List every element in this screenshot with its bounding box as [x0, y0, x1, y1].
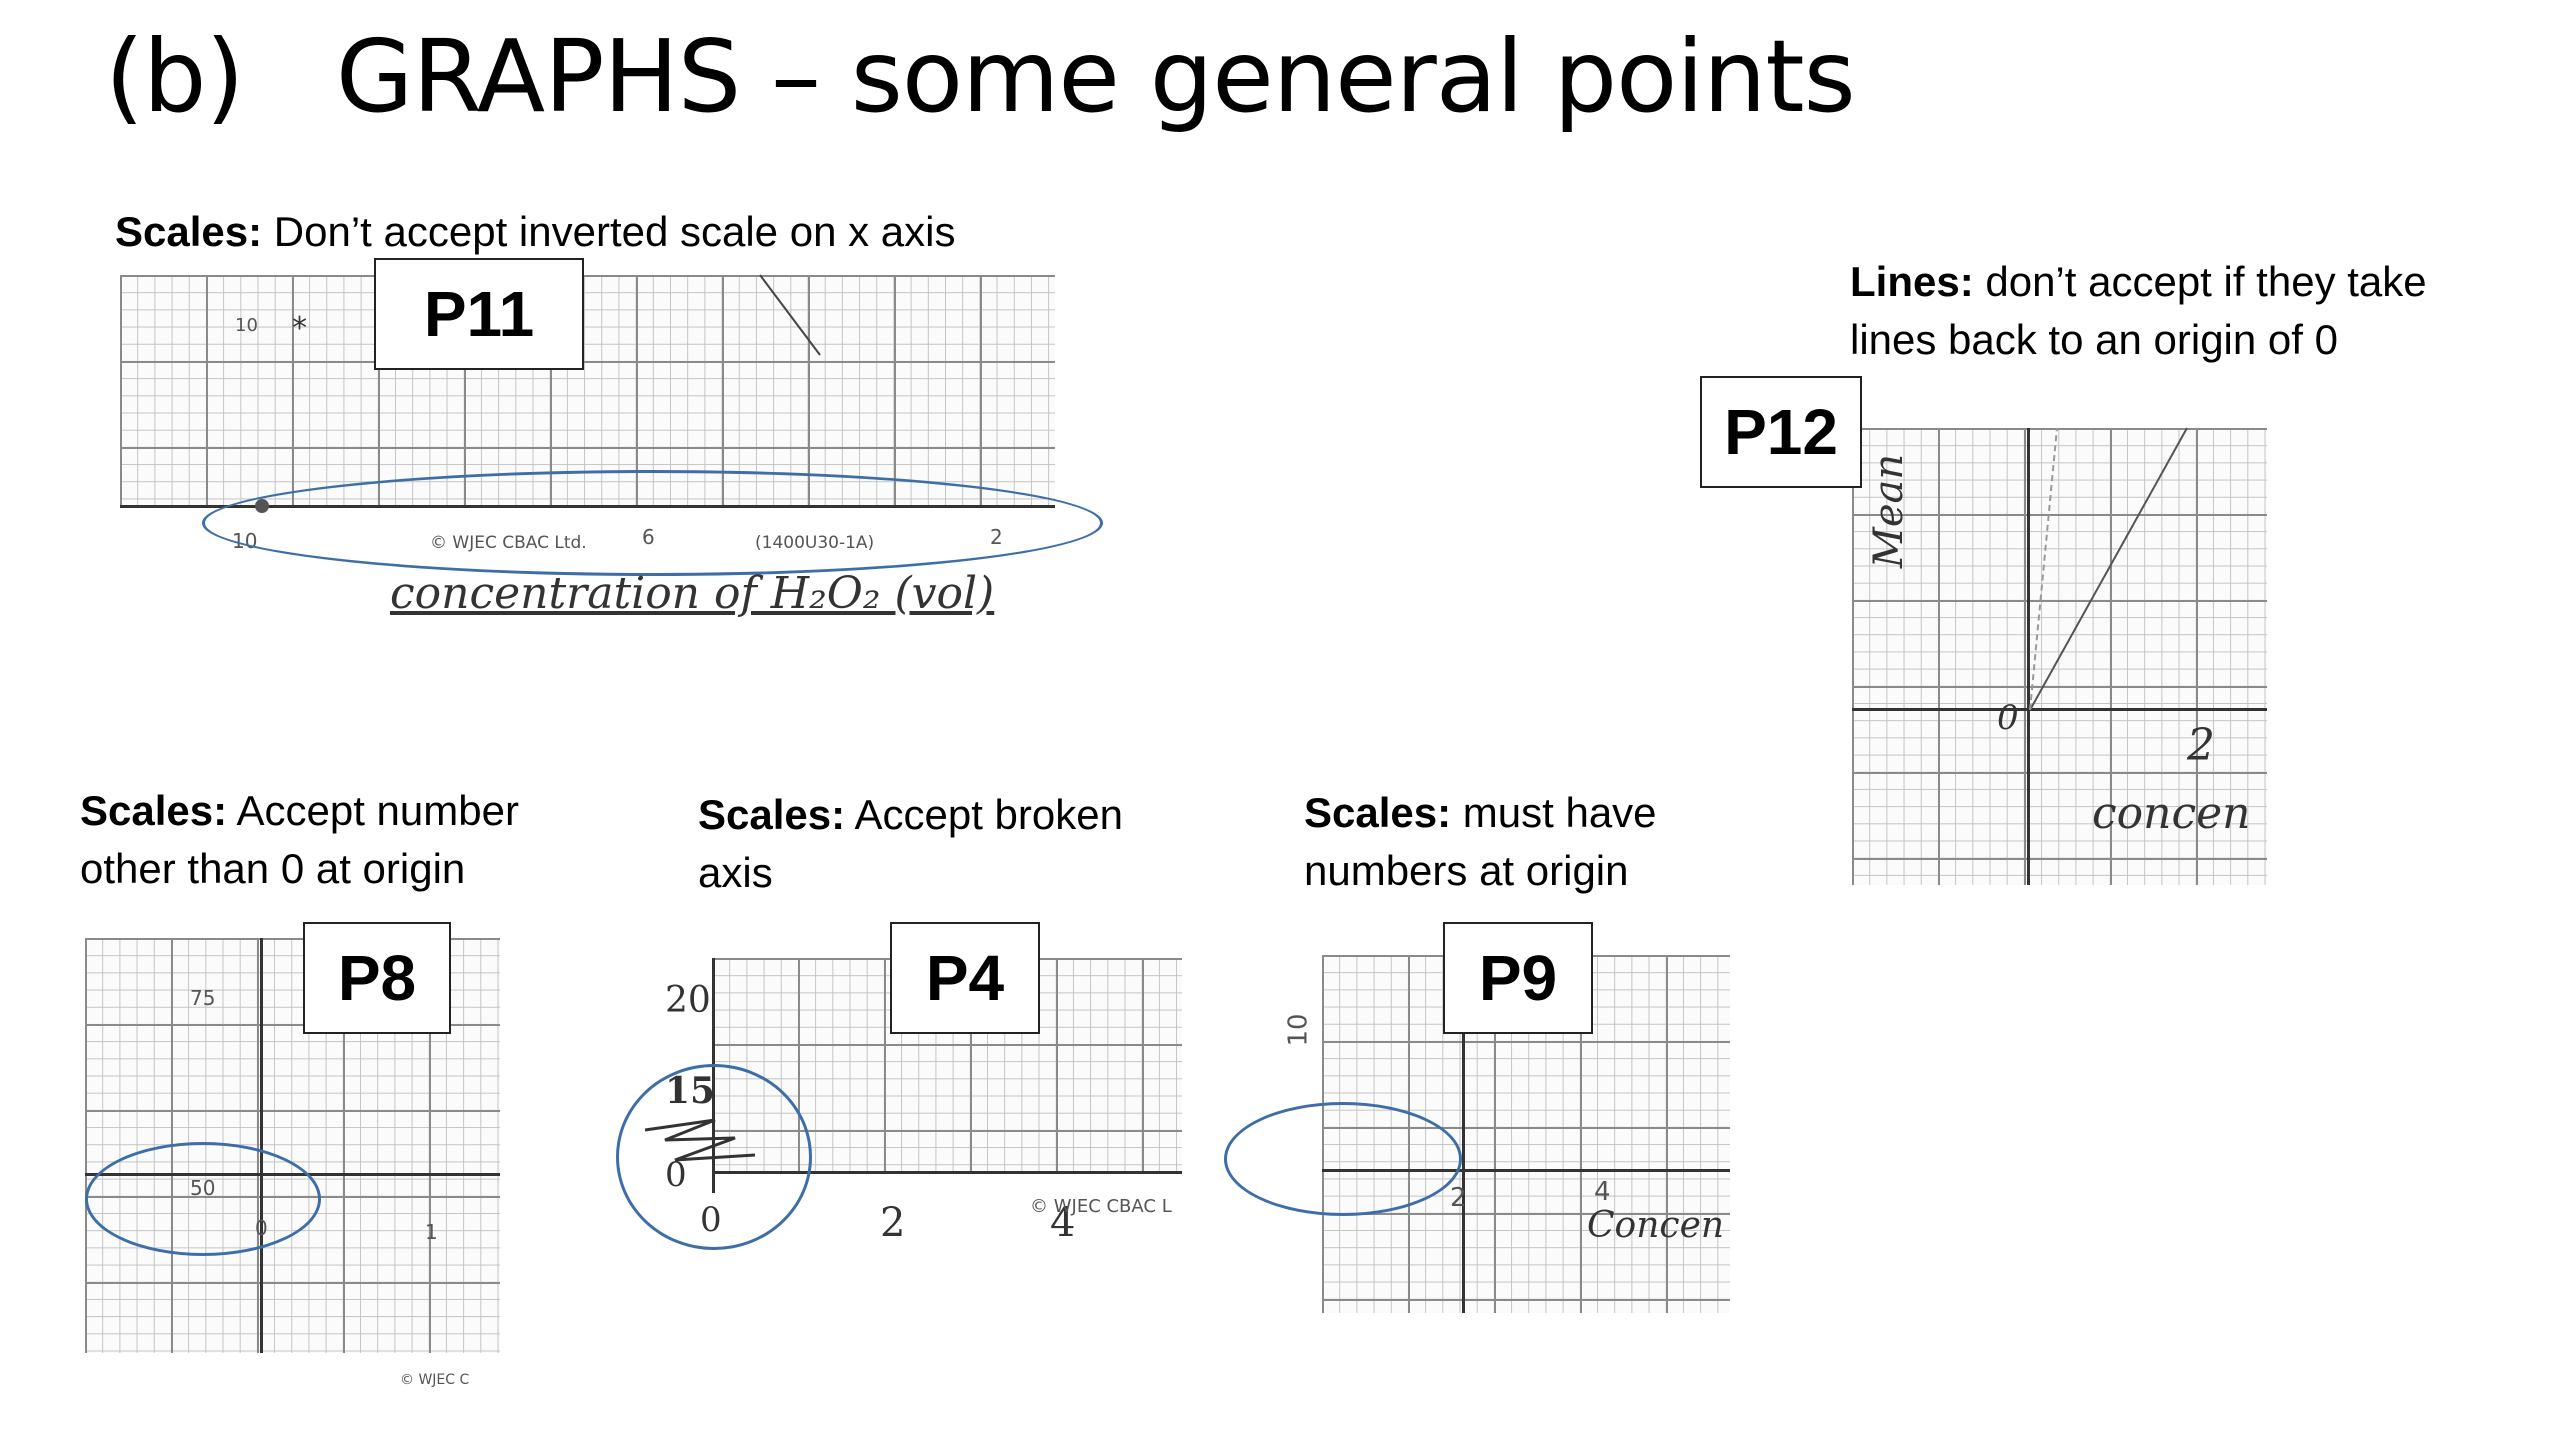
p8-label: P8 — [303, 922, 451, 1034]
p9-x-axis — [1322, 1169, 1730, 1172]
p4-footer: © WJEC CBAC L — [1030, 1196, 1172, 1217]
p8-footer: © WJEC C — [400, 1372, 470, 1388]
p11-highlight-ring — [202, 470, 1103, 576]
p8-caption-bold: Scales: — [80, 787, 228, 834]
p11-data-point: * — [292, 311, 307, 346]
p11-marker-label: 10 — [235, 315, 258, 336]
p11-caption: Scales: Don’t accept inverted scale on x… — [115, 203, 955, 261]
p12-x-axis-title: concen — [2092, 788, 2251, 839]
p4-x-tick: 4 — [1050, 1200, 1076, 1246]
p12-x-axis — [1852, 708, 2267, 711]
p12-caption-line2: lines back to an origin of 0 — [1850, 316, 2338, 363]
p4-y-tick: 20 — [665, 980, 711, 1021]
p11-caption-bold: Scales: — [115, 208, 263, 255]
p12-caption-text: don’t accept if they take — [1973, 258, 2427, 305]
p4-x-axis — [712, 1171, 1182, 1174]
p9-x-tick: 2 — [1450, 1183, 1467, 1213]
p4-label: P4 — [890, 922, 1040, 1034]
p9-y-tick: 10 — [1283, 1013, 1314, 1047]
p9-caption: Scales: must have numbers at origin — [1304, 784, 1657, 900]
p11-label: P11 — [374, 258, 584, 370]
p9-y-axis — [1462, 955, 1465, 1313]
p8-caption-text: Accept number — [227, 787, 519, 834]
p9-x-tick: 4 — [1594, 1177, 1611, 1207]
p8-caption: Scales: Accept number other than 0 at or… — [80, 782, 519, 898]
p8-highlight-ring — [85, 1142, 321, 1256]
p9-caption-bold: Scales: — [1304, 789, 1452, 836]
p12-y-axis — [2027, 428, 2030, 885]
p11-plot-line — [759, 274, 821, 356]
p12-plot-lines — [2029, 427, 2188, 711]
p12-graph: 0 2 concen Mean — [1852, 427, 2267, 885]
p8-x-tick: 1 — [425, 1220, 438, 1244]
p12-origin-label: 0 — [1997, 698, 2019, 738]
p4-caption-line2: axis — [698, 849, 773, 896]
p11-graph: 10 6 2 10 * © WJEC CBAC Ltd. (1400U30-1A… — [120, 275, 1055, 553]
p9-caption-line2: numbers at origin — [1304, 847, 1629, 894]
p4-caption-bold: Scales: — [698, 791, 846, 838]
p9-x-axis-title: Concen — [1587, 1205, 1725, 1246]
p4-x-tick: 2 — [880, 1200, 906, 1246]
p11-axis-title: concentration of H₂O₂ (vol) — [390, 568, 995, 619]
p4-highlight-ring — [616, 1064, 812, 1250]
p9-label: P9 — [1443, 922, 1593, 1034]
p9-caption-text: must have — [1451, 789, 1657, 836]
p12-x-tick: 2 — [2187, 720, 2215, 771]
p12-caption-bold: Lines: — [1850, 258, 1974, 305]
p9-highlight-ring — [1224, 1102, 1462, 1216]
p8-caption-line2: other than 0 at origin — [80, 845, 466, 892]
p4-caption: Scales: Accept broken axis — [698, 786, 1123, 902]
p8-y-tick: 75 — [190, 986, 216, 1010]
p4-caption-text: Accept broken — [845, 791, 1123, 838]
p8-y-axis — [260, 938, 263, 1353]
p11-caption-text: Don’t accept inverted scale on x axis — [262, 208, 956, 255]
p12-caption: Lines: don’t accept if they take lines b… — [1850, 253, 2427, 369]
p12-label: P12 — [1700, 376, 1862, 488]
page-title: (b) GRAPHS – some general points — [105, 18, 1856, 135]
